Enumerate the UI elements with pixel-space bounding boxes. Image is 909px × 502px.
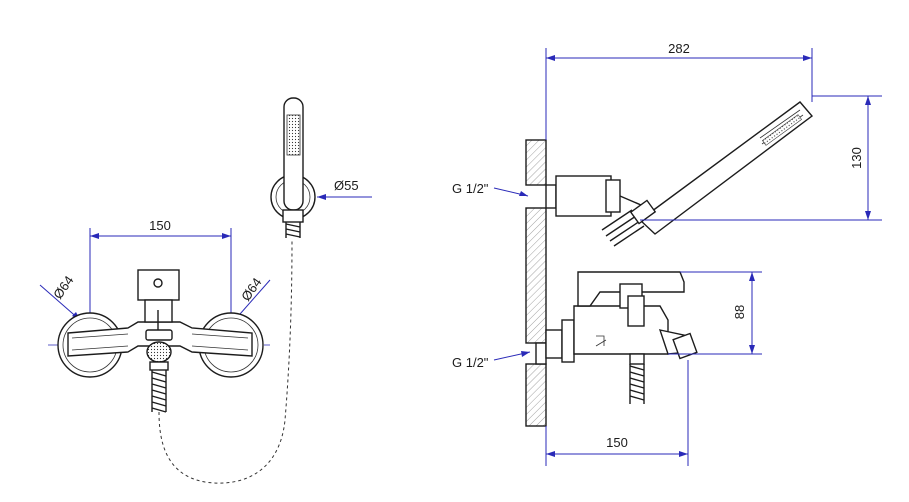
dimension-body-height: 88	[668, 271, 762, 355]
dimension-flange-right-label: Ø64	[238, 275, 264, 304]
diverter-knob-front	[145, 329, 173, 363]
wall-section	[525, 139, 547, 427]
thread-upper-text: G 1/2"	[452, 181, 489, 196]
dimension-shower-height-label: 130	[849, 147, 864, 169]
dimension-holder: Ø55	[317, 178, 372, 200]
dimension-flange-left: Ø64	[39, 273, 81, 321]
upper-wall-connection	[545, 175, 649, 217]
thread-label-lower: G 1/2"	[452, 351, 531, 370]
shower-hose	[158, 239, 293, 484]
dimension-total-width-label: 282	[668, 41, 690, 56]
mixer-body-side	[535, 305, 698, 365]
dimension-front-width-label: 150	[149, 218, 171, 233]
dimension-body-height-label: 88	[732, 305, 747, 319]
side-view: 282 130 G 1/2" G 1/2"	[452, 41, 882, 466]
lever-handle-front	[137, 269, 180, 330]
dimension-shower-height: 130	[640, 95, 882, 221]
dimension-body-width: 150	[545, 360, 689, 466]
dimension-front-width: 150	[89, 218, 232, 330]
thread-label-upper: G 1/2"	[452, 181, 529, 197]
dimension-body-width-label: 150	[606, 435, 628, 450]
front-view: 150 Ø64 Ø64	[39, 97, 372, 484]
hose-connector-front	[149, 361, 169, 413]
dimension-total-width: 282	[545, 41, 813, 140]
hand-shower-side	[601, 101, 814, 247]
dimension-holder-label: Ø55	[334, 178, 359, 193]
hand-shower-front	[270, 97, 316, 238]
lever-handle-side	[577, 271, 685, 327]
thread-lower-text: G 1/2"	[452, 355, 489, 370]
diverter-knob-side	[629, 353, 645, 404]
